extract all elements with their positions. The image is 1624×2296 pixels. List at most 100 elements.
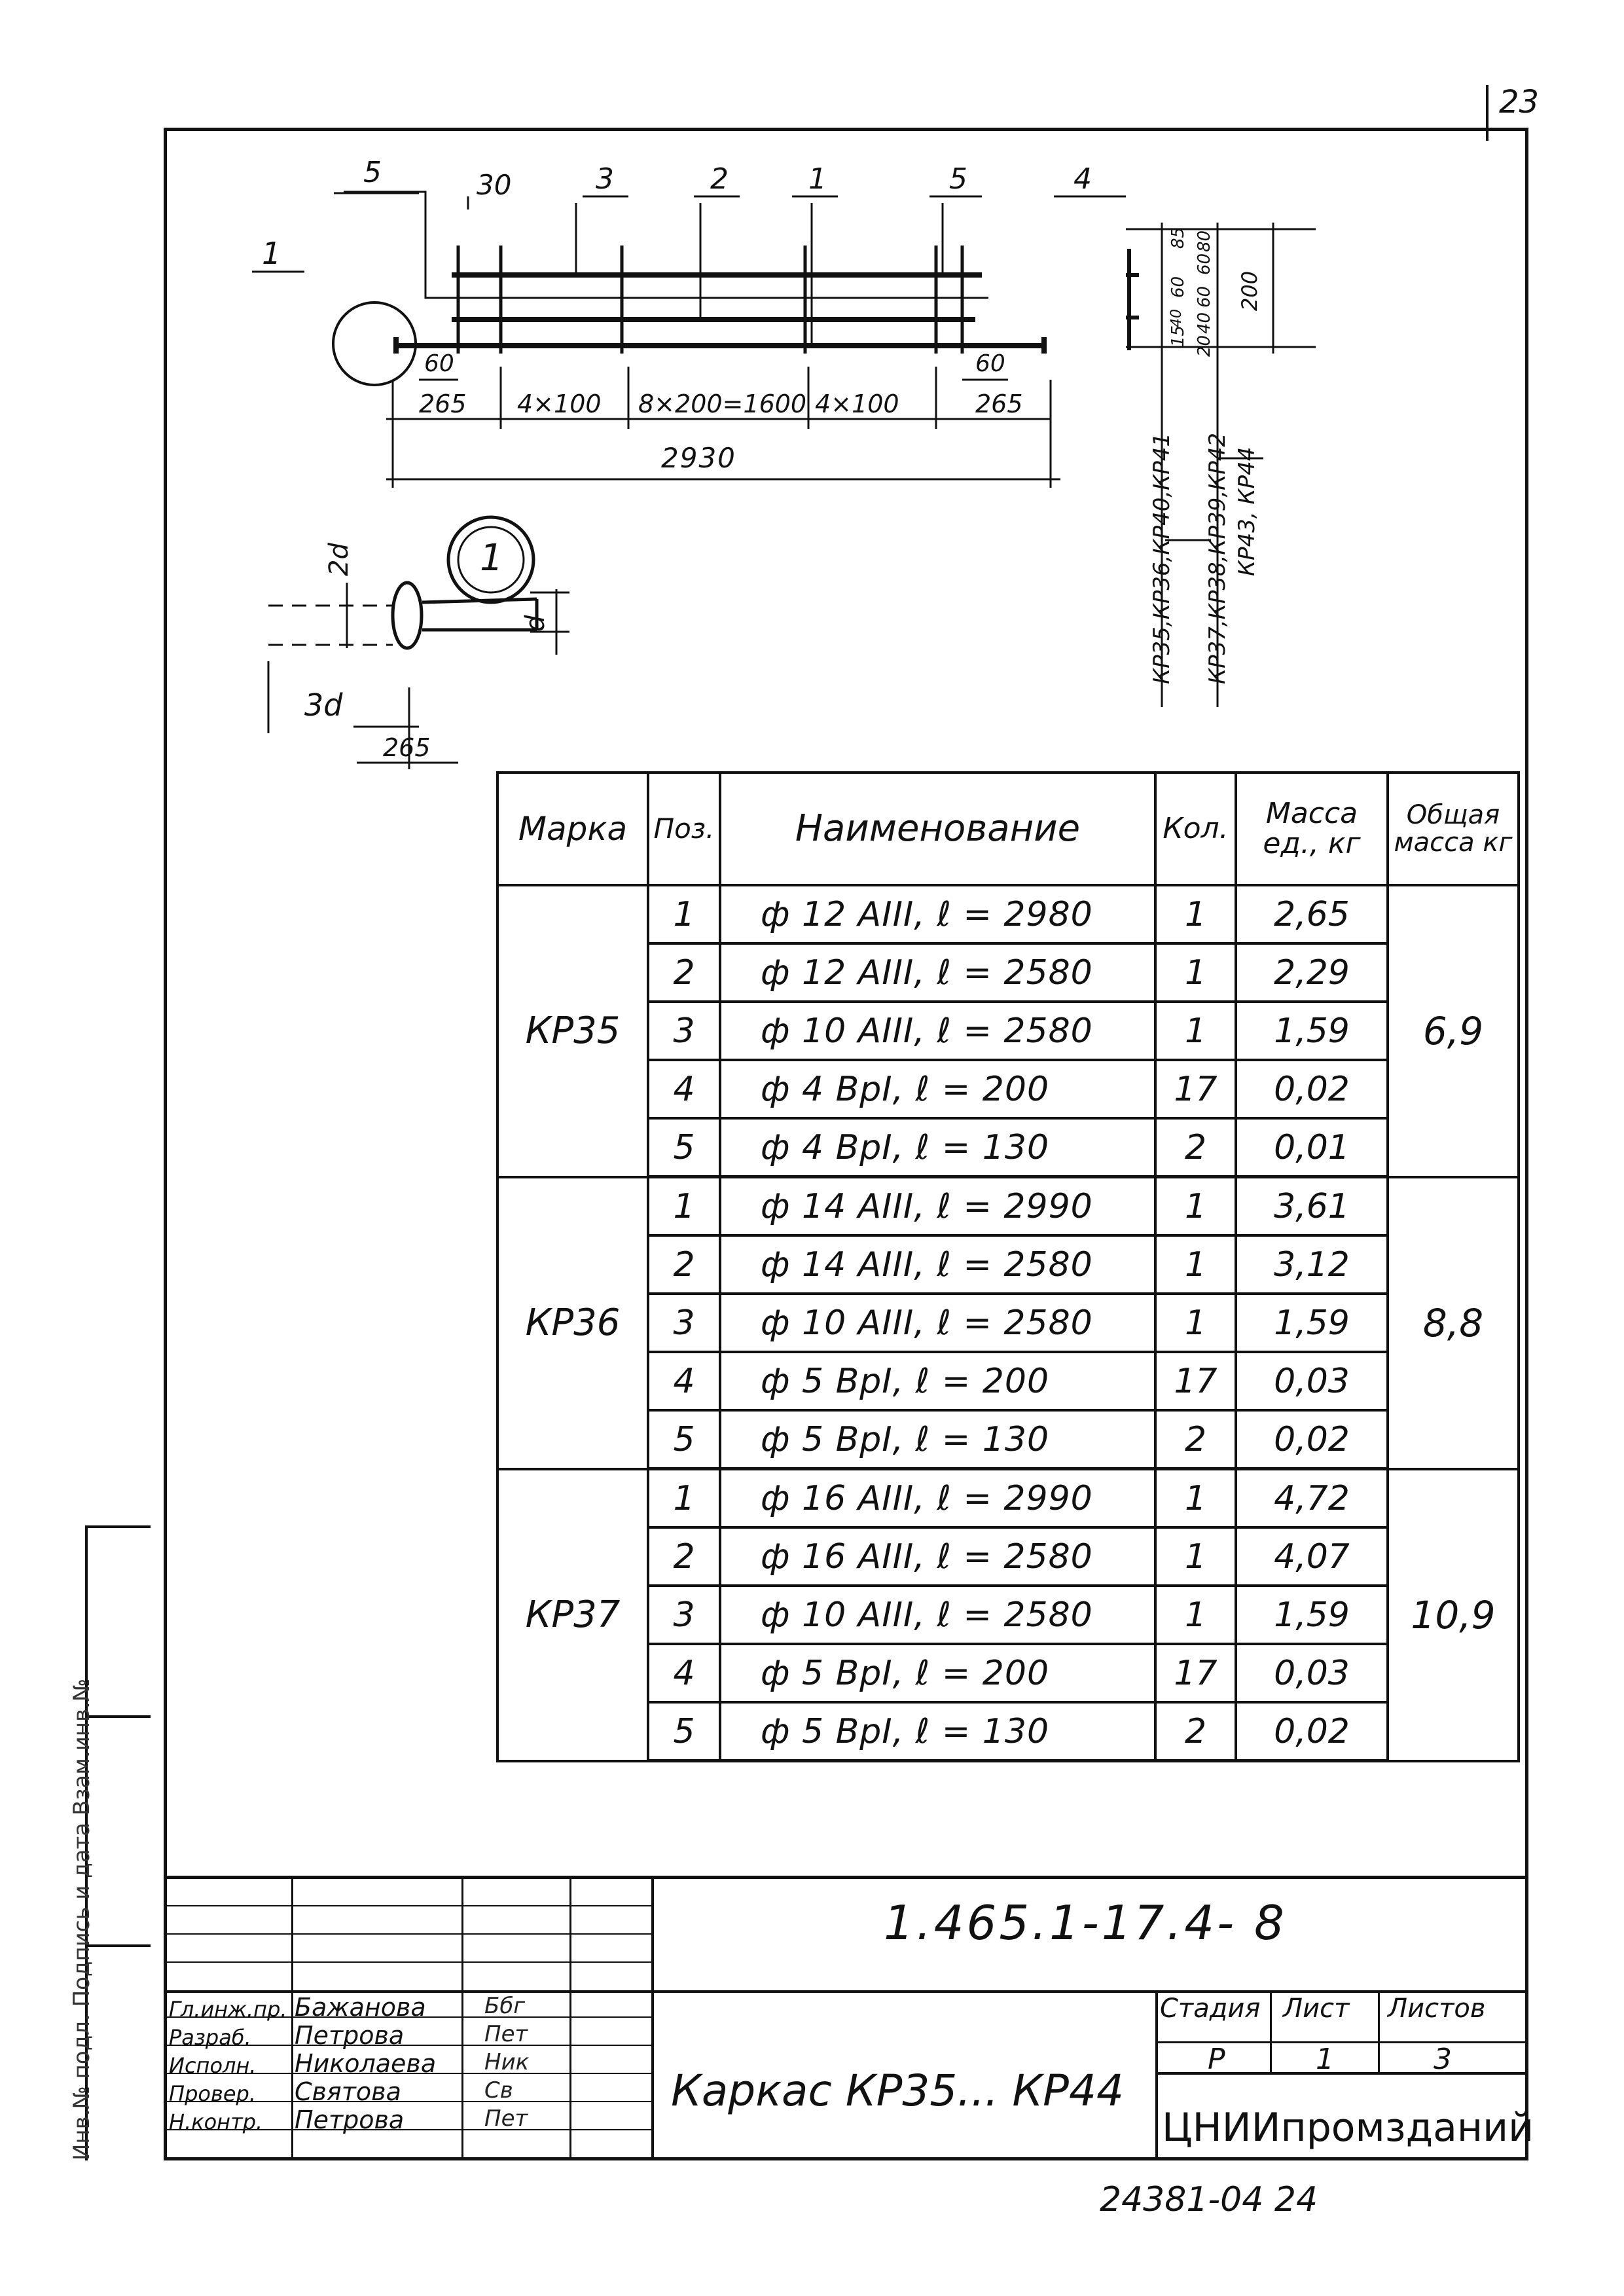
row-name: ф 16 АIII, ℓ = 2580 — [719, 1526, 1157, 1587]
row-pos: 4 — [647, 1059, 721, 1120]
row-pos: 1 — [647, 884, 721, 945]
section-dim-20: 20 — [1195, 335, 1214, 357]
row-qty: 1 — [1154, 1292, 1237, 1353]
row-mass: 0,03 — [1235, 1643, 1389, 1704]
row-name: ф 12 АIII, ℓ = 2580 — [719, 942, 1157, 1003]
header-name: Наименование — [719, 771, 1157, 886]
callout-2: 2 — [710, 162, 729, 196]
row-pos: 3 — [647, 1000, 721, 1061]
row-name: ф 5 ВрI, ℓ = 130 — [719, 1701, 1157, 1762]
group-total: 10,9 — [1386, 1467, 1520, 1762]
row-name: ф 16 АIII, ℓ = 2990 — [719, 1467, 1157, 1529]
section-dim-60c: 60 — [1195, 285, 1214, 308]
detail-callout-1: 1 — [262, 236, 281, 271]
row-qty: 1 — [1154, 1467, 1237, 1529]
section-dim-40b: 40 — [1195, 312, 1214, 334]
row-qty: 1 — [1154, 1175, 1237, 1237]
row-pos: 5 — [647, 1409, 721, 1470]
section-label-1: КР35,КР36,КР40,КР41 — [1149, 432, 1175, 684]
table-row: 3 ф 10 АIII, ℓ = 2580 1 1,59 — [497, 1584, 1519, 1645]
row-qty: 1 — [1154, 1526, 1237, 1587]
row-name: ф 14 АIII, ℓ = 2580 — [719, 1234, 1157, 1295]
stage-header: Стадия — [1160, 1994, 1261, 2024]
row-qty: 1 — [1154, 884, 1237, 945]
staff-name: Петрова — [295, 2021, 405, 2050]
row-qty: 1 — [1154, 1584, 1237, 1645]
staff-signature: Пет — [484, 2105, 528, 2132]
row-mass: 4,07 — [1235, 1526, 1389, 1587]
row-qty: 1 — [1154, 1234, 1237, 1295]
detail-dim-3d: 3d — [304, 687, 343, 723]
row-mass: 0,01 — [1235, 1117, 1389, 1178]
staff-name: Николаева — [295, 2049, 437, 2078]
row-name: ф 14 АIII, ℓ = 2990 — [719, 1175, 1157, 1237]
detail-marker: 1 — [480, 537, 503, 579]
row-pos: 4 — [647, 1643, 721, 1704]
section-dim-40a: 40 — [1168, 309, 1185, 327]
table-row: КР37 1 ф 16 АIII, ℓ = 2990 1 4,72 10,9 — [496, 1467, 1520, 1762]
page-number: 23 — [1499, 84, 1540, 120]
row-mass: 1,59 — [1235, 1584, 1389, 1645]
table-row: 5 ф 4 ВрI, ℓ = 130 2 0,01 — [497, 1117, 1519, 1178]
row-pos: 1 — [647, 1467, 721, 1529]
row-pos: 5 — [647, 1117, 721, 1178]
page-number-bar — [1486, 85, 1489, 141]
staff-name: Петрова — [295, 2105, 405, 2134]
sheet-header: Лист — [1283, 1994, 1350, 2024]
row-mass: 0,03 — [1235, 1351, 1389, 1412]
dim-60-right: 60 — [975, 350, 1005, 377]
specification-table: Марка Поз. Наименование Кол. Масса ед., … — [496, 771, 1520, 1762]
table-header-row: Марка Поз. Наименование Кол. Масса ед., … — [496, 771, 1520, 886]
section-dim-200: 200 — [1237, 270, 1262, 311]
row-pos: 4 — [647, 1351, 721, 1412]
staff-role: Разраб. — [169, 2025, 251, 2050]
staff-signature: Ник — [484, 2049, 530, 2075]
table-row: 2 ф 12 АIII, ℓ = 2580 1 2,29 — [497, 942, 1519, 1003]
row-pos: 3 — [647, 1292, 721, 1353]
row-qty: 17 — [1154, 1059, 1237, 1120]
dim-total: 2930 — [661, 442, 736, 474]
dim-4x100-left: 4×100 — [517, 390, 602, 418]
sheets-header: Листов — [1388, 1994, 1486, 2024]
drawing-title: Каркас КР35... КР44 — [671, 2066, 1124, 2116]
callout-5-left: 5 — [363, 156, 382, 189]
row-qty: 1 — [1154, 1000, 1237, 1061]
section-dim-15: 15 — [1168, 325, 1188, 347]
row-mass: 4,72 — [1235, 1467, 1389, 1529]
row-mass: 2,65 — [1235, 884, 1389, 945]
callout-5-right: 5 — [949, 162, 967, 196]
table-row: 4 ф 4 ВрI, ℓ = 200 17 0,02 — [497, 1059, 1519, 1120]
row-mass: 0,02 — [1235, 1701, 1389, 1762]
staff-role: Провер. — [169, 2081, 256, 2106]
table-row: КР35 1 ф 12 АIII, ℓ = 2980 1 2,65 6,9 — [496, 884, 1520, 1178]
section-dim-60a: 60 — [1168, 276, 1188, 298]
stage-value: Р — [1208, 2043, 1225, 2076]
row-pos: 2 — [647, 1234, 721, 1295]
section-label-2: КР37,КР38,КР39,КР42 — [1204, 432, 1231, 684]
row-mass: 1,59 — [1235, 1000, 1389, 1061]
staff-role: Исполн. — [169, 2053, 257, 2078]
detail-dim-d: d — [520, 615, 550, 632]
row-qty: 2 — [1154, 1117, 1237, 1178]
header-qty: Кол. — [1154, 771, 1237, 886]
table-row: 3 ф 10 АIII, ℓ = 2580 1 1,59 — [497, 1292, 1519, 1353]
table-row: 2 ф 16 АIII, ℓ = 2580 1 4,07 — [497, 1526, 1519, 1587]
row-mass: 0,02 — [1235, 1059, 1389, 1120]
row-pos: 5 — [647, 1701, 721, 1762]
header-mark: Марка — [496, 771, 649, 886]
group-mark: КР36 — [496, 1175, 649, 1470]
row-pos: 2 — [647, 942, 721, 1003]
group-mark: КР35 — [496, 884, 649, 1178]
header-pos: Поз. — [647, 771, 721, 886]
row-mass: 2,29 — [1235, 942, 1389, 1003]
callout-3: 3 — [596, 162, 614, 196]
row-name: ф 5 ВрI, ℓ = 200 — [719, 1643, 1157, 1704]
detail-dim-2d: 2d — [324, 543, 354, 576]
row-name: ф 10 АIII, ℓ = 2580 — [719, 1292, 1157, 1353]
table-row: КР36 1 ф 14 АIII, ℓ = 2990 1 3,61 8,8 — [496, 1175, 1520, 1470]
dim-265-left: 265 — [419, 390, 467, 418]
staff-signature: Св — [484, 2077, 513, 2104]
side-strip — [85, 1525, 151, 2160]
table-row: 5 ф 5 ВрI, ℓ = 130 2 0,02 — [497, 1701, 1519, 1762]
section-dim-85: 85 — [1168, 227, 1188, 249]
